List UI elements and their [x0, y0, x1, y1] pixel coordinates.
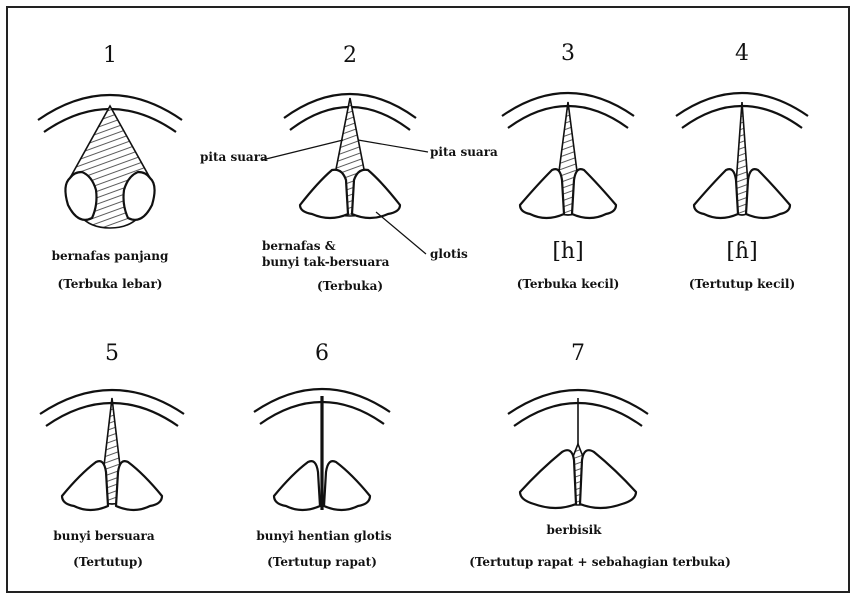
panel-7-subcaption: (Tertutup rapat + sebahagian terbuka): [469, 555, 731, 569]
pita-suara-right-label: pita suara: [430, 145, 498, 159]
panel-7: 7 berbisik (Tertutup rapat + sebahagian …: [469, 341, 731, 569]
panel-2: 2 pita suara pita suara glotis bernafas …: [200, 43, 498, 293]
panel-3-subcaption: (Terbuka kecil): [517, 277, 620, 291]
panel-1-subcaption: (Terbuka lebar): [58, 277, 163, 291]
panel-7-left-cartilage: [520, 450, 576, 508]
panel-4-number: 4: [735, 41, 749, 66]
glotis-leader: [376, 212, 426, 254]
panel-2-right-cartilage: [352, 170, 400, 218]
panel-1-right-cartilage: [124, 172, 155, 220]
panel-5-subcaption: (Tertutup): [73, 555, 143, 569]
panel-4: 4 [ɦ] (Tertutup kecil): [676, 41, 808, 291]
panel-2-caption-line1: bernafas &: [262, 239, 336, 253]
panel-3: 3 [h] (Terbuka kecil): [502, 41, 634, 291]
panel-5-left-cartilage: [62, 461, 108, 510]
panel-3-ipa: [h]: [552, 239, 583, 264]
panel-4-ipa: [ɦ]: [726, 239, 757, 264]
panel-1: 1 bernafas panjang (Terbuka lebar): [38, 43, 182, 291]
panel-5-caption: bunyi bersuara: [53, 529, 154, 543]
glotis-label: glotis: [430, 247, 468, 261]
panel-5-right-cartilage: [116, 461, 162, 510]
panel-6-number: 6: [315, 341, 329, 366]
panel-6: 6 bunyi hentian glotis (Tertutup rapat): [254, 341, 392, 569]
panel-6-subcaption: (Tertutup rapat): [267, 555, 377, 569]
panel-7-number: 7: [571, 341, 585, 366]
panel-3-right-cartilage: [572, 169, 616, 218]
panel-5-number: 5: [105, 341, 119, 366]
pita-suara-left-leader: [262, 140, 343, 160]
panel-6-left-cartilage: [274, 461, 320, 510]
panel-2-caption-line2: bunyi tak-bersuara: [262, 255, 390, 269]
panel-4-left-cartilage: [694, 169, 738, 218]
panel-2-subcaption: (Terbuka): [317, 279, 383, 293]
panel-4-right-cartilage: [746, 169, 790, 218]
pita-suara-right-leader: [358, 140, 428, 152]
panel-1-left-cartilage: [65, 172, 96, 220]
pita-suara-left-label: pita suara: [200, 150, 268, 164]
panel-7-caption: berbisik: [547, 523, 603, 537]
panel-4-subcaption: (Tertutup kecil): [689, 277, 795, 291]
panel-2-left-cartilage: [300, 170, 348, 218]
panel-7-right-cartilage: [580, 450, 636, 508]
panel-5: 5 bunyi bersuara (Tertutup): [40, 341, 184, 569]
panel-1-caption: bernafas panjang: [52, 249, 169, 263]
panel-3-number: 3: [561, 41, 575, 66]
panel-1-number: 1: [103, 43, 117, 68]
panel-2-number: 2: [343, 43, 357, 68]
panel-3-left-cartilage: [520, 169, 564, 218]
panel-6-right-cartilage: [324, 461, 370, 510]
panel-6-caption: bunyi hentian glotis: [256, 529, 391, 543]
